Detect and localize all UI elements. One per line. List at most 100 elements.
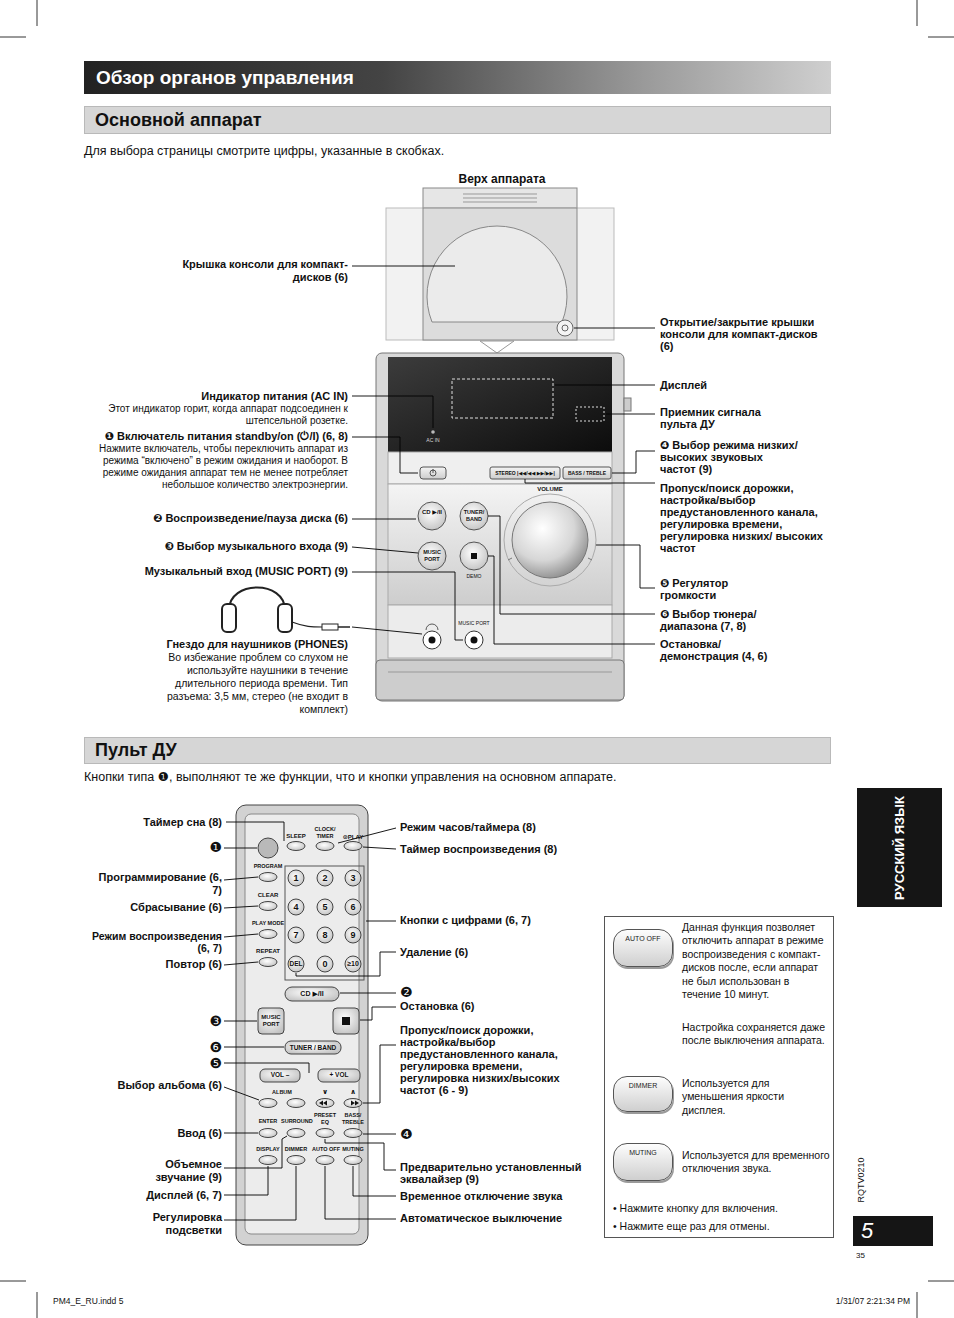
remote-control (333, 1008, 359, 1034)
remote-control (245, 814, 359, 1234)
part-label: Ввод (6) (122, 1127, 222, 1140)
remote-control (344, 1099, 362, 1108)
intro-note: Кнопки типа ❶, выполняют те же функции, … (84, 770, 804, 785)
button-text: РУССКИЙ ЯЗЫК (891, 796, 907, 900)
section-band: Пульт ДУ (84, 737, 831, 764)
button-marking: BASS/ TREBLE (339, 1112, 367, 1125)
leader-line (555, 385, 655, 386)
intro-note: Для выбора страницы смотрите цифры, указ… (84, 144, 724, 159)
remote-control (288, 956, 304, 972)
main-unit (376, 660, 624, 700)
section-heading: Пульт ДУ (85, 738, 830, 763)
remote-control (345, 927, 361, 943)
button-marking: VOL – (262, 1071, 298, 1079)
leader-line (488, 516, 655, 614)
part-label: Временное отключение звука (400, 1190, 600, 1203)
leader-line (352, 519, 416, 520)
remote-control (236, 805, 368, 1245)
leader-line (224, 1063, 309, 1073)
leader-line (352, 266, 655, 644)
button-marking: SLEEP (281, 833, 311, 840)
part-label: Дисплей (660, 379, 780, 391)
info-text: Данная функция позволяет отключить аппар… (682, 921, 830, 1001)
callout-number: ❺ (202, 1055, 222, 1071)
button-marking: ∨ (319, 1088, 331, 1096)
key-label: DEL (288, 959, 304, 969)
remote-control (319, 1101, 323, 1106)
headphones (338, 626, 350, 628)
leader-line (352, 266, 455, 267)
remote-control (259, 902, 277, 911)
button-text: AUTO OFF (614, 930, 672, 943)
main-unit (624, 398, 631, 411)
panel-marking: MUSIC PORT (457, 620, 491, 626)
button-marking: SURROUND (281, 1118, 311, 1125)
unit-top-view (427, 226, 567, 322)
crop-marks (0, 1281, 26, 1282)
main-unit (460, 542, 488, 570)
part-label: Регулировка подсветки (122, 1211, 222, 1237)
button-marking: STEREO |◀◀/◀◀ ▶▶/▶▶| (490, 470, 560, 476)
callout-label: ❻ Выбор тюнера/ диапазона (7, 8) (660, 608, 780, 632)
leader-line (612, 451, 655, 473)
button-marking: AUTO OFF (312, 1146, 338, 1153)
remote-control (318, 1069, 360, 1082)
remote-control (287, 842, 305, 851)
headphones (222, 588, 350, 633)
button-marking: PLAY MODE (251, 920, 285, 927)
remote-control (345, 899, 361, 915)
crop-marks (0, 37, 26, 38)
leader-line (226, 822, 284, 841)
leader-line (224, 906, 258, 908)
unit-top-view (386, 208, 614, 340)
headphones (229, 588, 285, 611)
leader-line (606, 414, 655, 415)
remote-control (288, 899, 304, 915)
main-unit (418, 502, 446, 530)
part-note: Во избежание проблем со слухом не исполь… (143, 651, 348, 716)
part-label: Таймер воспроизведения (8) (400, 843, 600, 856)
part-label: Пропуск/поиск дорожки, настройка/выбор п… (400, 1024, 585, 1096)
main-unit (588, 558, 592, 560)
part-label: Повтор (6) (92, 958, 222, 971)
part-label: Таймер сна (8) (82, 816, 222, 829)
part-label: Режим часов/таймера (8) (400, 821, 600, 834)
leader-line (352, 396, 433, 428)
part-label: Объемное звучание (9) (122, 1158, 222, 1184)
info-box: Данная функция позволяет отключить аппар… (604, 916, 834, 1238)
crop-marks (37, 1292, 38, 1318)
info-text: Используется для уменьшения яркости дисп… (682, 1077, 830, 1117)
leader-line (224, 962, 258, 965)
button-marking: MUSIC PORT (420, 549, 444, 563)
part-label: Гнездо для наушников (PHONES) (108, 638, 348, 651)
leader-line (363, 1134, 396, 1135)
remote-control (259, 1156, 277, 1165)
main-unit (433, 469, 434, 473)
leader-line (224, 1136, 287, 1168)
part-label: Выбор альбома (6) (82, 1079, 222, 1092)
callout-number: ❸ (202, 1013, 222, 1029)
remote-button: AUTO OFF (613, 929, 673, 967)
part-label: Индикатор питания (AC IN) (108, 390, 348, 403)
leader-line (224, 877, 258, 880)
part-label: Музыкальный вход (MUSIC PORT) (9) (88, 565, 348, 578)
main-unit (452, 379, 553, 418)
callout-label: ❸ Выбор музыкального входа (9) (88, 540, 348, 553)
button-marking: TUNER/ BAND (462, 509, 486, 523)
crop-marks (37, 0, 38, 26)
remote-control (259, 930, 277, 939)
part-note: Нажмите включатель, чтобы переключить ап… (73, 443, 348, 491)
button-marking: PRESET EQ (313, 1112, 337, 1125)
main-unit (576, 407, 604, 421)
page-title: Обзор органов управления (84, 61, 831, 94)
remote-control (316, 842, 334, 851)
leader-line (325, 1139, 396, 1170)
leader-line (224, 1087, 259, 1100)
button-marking: CLOCK/ TIMER (312, 826, 338, 839)
unit-top-view (423, 208, 577, 340)
unit-top-view (557, 320, 573, 336)
remote-control (317, 899, 333, 915)
remote-control (285, 1041, 341, 1054)
key-label: 3 (345, 873, 361, 883)
